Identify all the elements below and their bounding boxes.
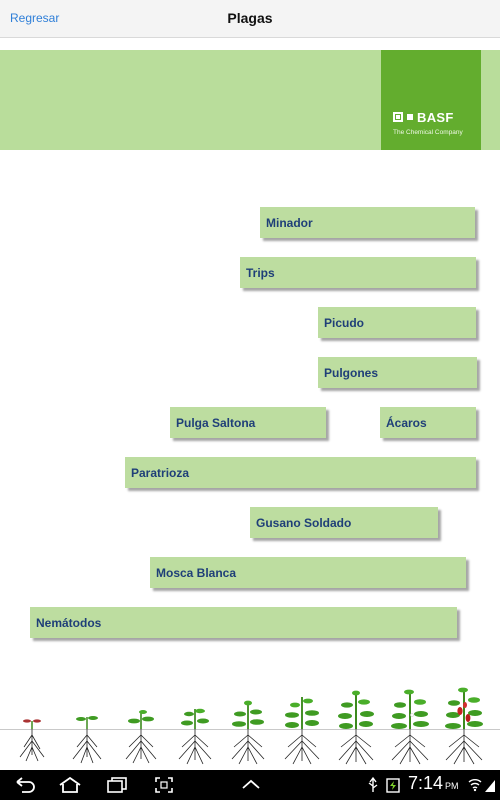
plant-stage-3-icon	[125, 710, 157, 764]
pest-bar-nematodos[interactable]: Nemátodos	[30, 607, 457, 638]
pest-label: Trips	[246, 265, 275, 280]
basf-logo-text: BASF	[417, 109, 454, 125]
plant-stage-8-icon	[391, 689, 429, 765]
pest-label: Pulgones	[324, 365, 379, 380]
plant-growth-strip	[0, 685, 500, 765]
usb-icon	[368, 776, 378, 792]
plant-stage-1-icon	[19, 719, 45, 762]
battery-charging-icon	[386, 778, 400, 793]
pest-bar-pulga-saltona[interactable]: Pulga Saltona	[170, 407, 326, 438]
page-title: Plagas	[227, 10, 273, 26]
plant-stage-4-icon	[178, 708, 212, 765]
pest-label: Paratrioza	[131, 465, 190, 480]
plant-stage-9-icon	[445, 687, 483, 765]
pest-bar-trips[interactable]: Trips	[240, 257, 476, 288]
signal-icon	[485, 780, 495, 792]
clock-time: 7:14	[408, 773, 444, 793]
clock-ampm: PM	[445, 781, 459, 791]
plant-stage-2-icon	[72, 716, 102, 764]
plant-stage-6-icon	[284, 697, 320, 765]
wifi-icon	[468, 779, 482, 792]
pest-label: Minador	[266, 215, 313, 230]
back-arrow-icon[interactable]	[14, 776, 36, 794]
basf-logo: BASF	[393, 109, 454, 125]
nav-bar: Regresar Plagas	[0, 0, 500, 38]
pest-bar-mosca-blanca[interactable]: Mosca Blanca	[150, 557, 466, 588]
pest-bar-minador[interactable]: Minador	[260, 207, 475, 238]
header-banner: BASF The Chemical Company	[0, 50, 500, 150]
basf-dash-icon	[407, 114, 413, 120]
basf-tagline: The Chemical Company	[393, 129, 463, 136]
pest-bar-picudo[interactable]: Picudo	[318, 307, 476, 338]
home-icon[interactable]	[58, 776, 82, 794]
screenshot-icon[interactable]	[154, 776, 174, 794]
pest-bar-pulgones[interactable]: Pulgones	[318, 357, 477, 388]
pest-label: Pulga Saltona	[176, 415, 256, 430]
plant-stage-7-icon	[338, 690, 374, 765]
recent-apps-icon[interactable]	[106, 776, 128, 794]
pest-bar-paratrioza[interactable]: Paratrioza	[125, 457, 476, 488]
pest-label: Gusano Soldado	[256, 515, 352, 530]
basf-logo-panel: BASF The Chemical Company	[381, 50, 481, 150]
basf-square-icon	[393, 112, 403, 122]
pest-bar-gusano-soldado[interactable]: Gusano Soldado	[250, 507, 438, 538]
plant-stage-5-icon	[231, 700, 265, 765]
back-button[interactable]: Regresar	[10, 11, 60, 25]
pest-label: Picudo	[324, 315, 365, 330]
chevron-up-icon[interactable]	[240, 776, 262, 794]
pest-label: Mosca Blanca	[156, 565, 237, 580]
pest-label: Nemátodos	[36, 615, 102, 630]
pest-label: Ácaros	[386, 415, 427, 430]
ground-line	[0, 729, 500, 730]
pest-bar-acaros[interactable]: Ácaros	[380, 407, 476, 438]
